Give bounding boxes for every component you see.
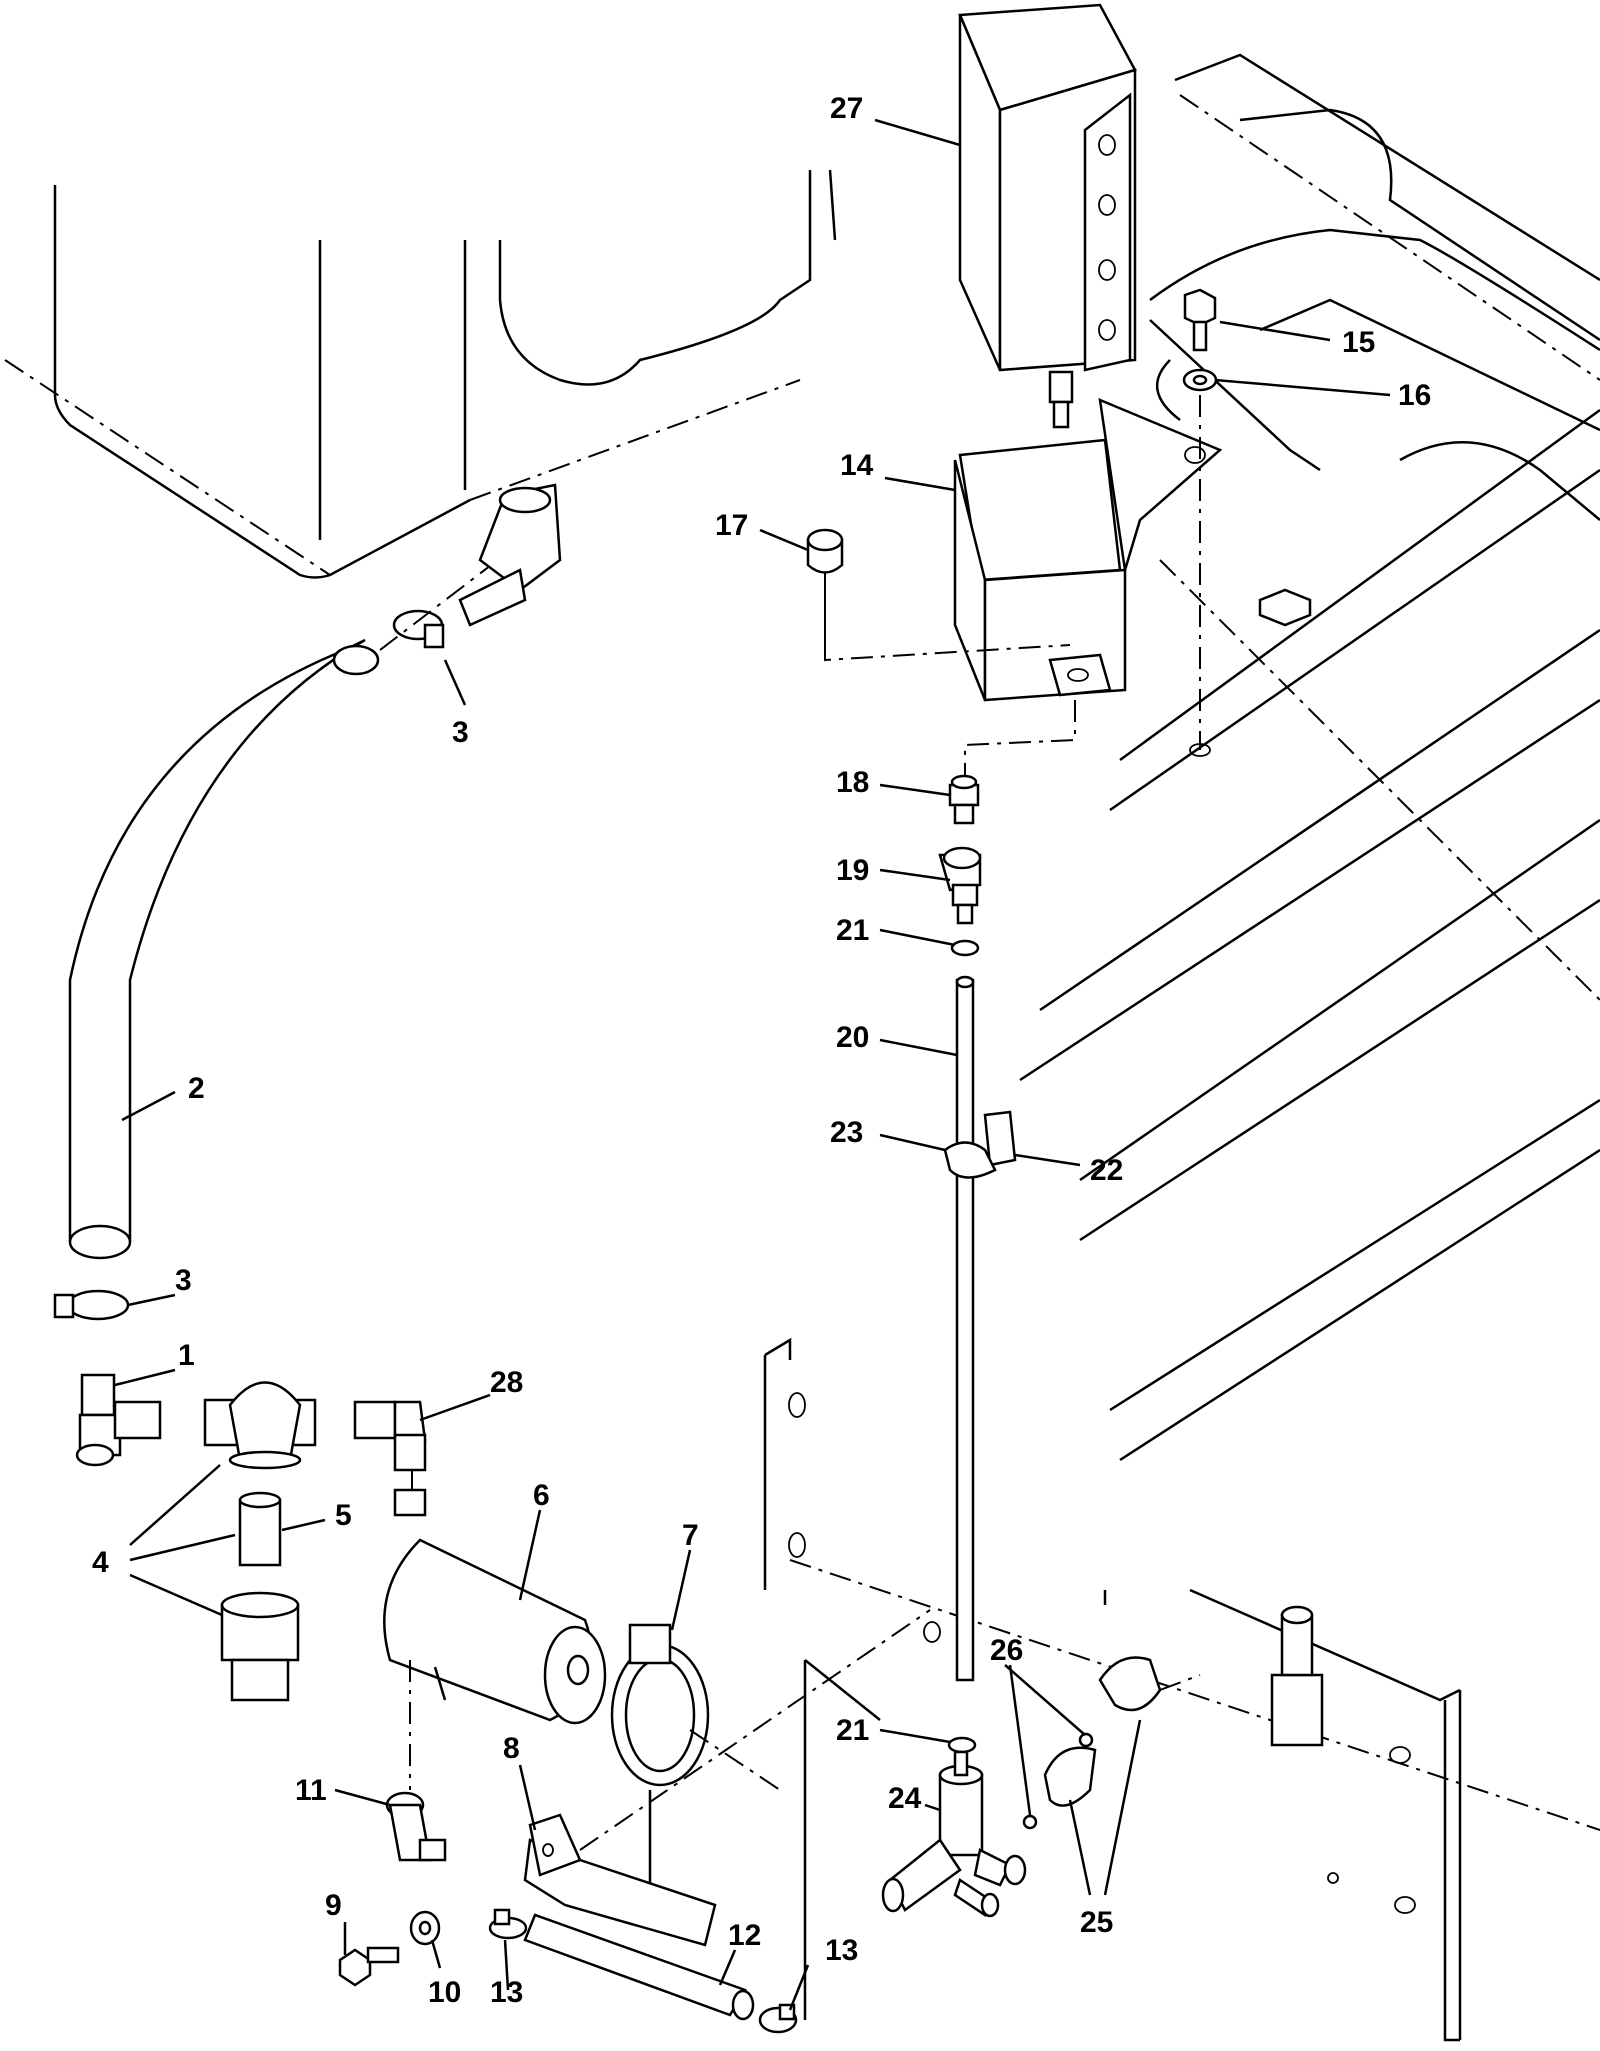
callout-26: 26 <box>990 1634 1023 1667</box>
part-23-strap <box>943 1141 997 1179</box>
callout-12: 12 <box>728 1919 761 1952</box>
callout-22: 22 <box>1090 1154 1123 1187</box>
part-16-washer <box>1155 359 1312 757</box>
callout-14: 14 <box>840 449 874 482</box>
callout-4: 4 <box>92 1546 109 1579</box>
part-9-bolt <box>338 1946 400 1987</box>
machine-frame-outline <box>4 53 1600 2042</box>
callout-25: 25 <box>1080 1906 1113 1939</box>
part-11-elbow <box>385 1791 447 1862</box>
part-1-tee-fitting <box>75 1373 162 1467</box>
part-20-tube <box>955 975 975 1682</box>
callout-6: 6 <box>533 1479 550 1512</box>
callout-21-upper: 21 <box>836 914 869 947</box>
tank-elbow-fitting <box>458 483 562 627</box>
part-12-hose <box>523 1913 755 2021</box>
part-8-bracket <box>523 1609 931 1947</box>
part-2-hose <box>68 638 380 1260</box>
part-19-coupler <box>938 846 982 925</box>
callout-21-lower: 21 <box>836 1714 869 1747</box>
callout-17: 17 <box>715 509 748 542</box>
callout-10: 10 <box>428 1976 461 2009</box>
callout-13-left: 13 <box>490 1976 523 2009</box>
callout-16: 16 <box>1398 379 1431 412</box>
part-21-clamp-lower <box>947 1736 977 1754</box>
callout-11: 11 <box>295 1774 327 1807</box>
part-5-filter-element <box>238 1491 282 1567</box>
part-6-pump <box>383 1488 607 1790</box>
part-3-clamp-lower <box>53 1289 130 1321</box>
part-24-valve <box>881 1750 1027 1918</box>
part-27-cover <box>958 3 1137 429</box>
callout-8: 8 <box>503 1732 520 1765</box>
callout-13-right: 13 <box>825 1934 858 1967</box>
callout-9: 9 <box>325 1889 342 1922</box>
leader-lines <box>114 118 1391 2011</box>
part-10-washer <box>409 1910 441 1946</box>
callout-7: 7 <box>682 1519 699 1552</box>
callout-15: 15 <box>1342 326 1375 359</box>
callout-20: 20 <box>836 1021 869 1054</box>
part-21-clamp-upper <box>950 939 980 957</box>
callout-28: 28 <box>490 1366 523 1399</box>
callout-24: 24 <box>888 1782 922 1815</box>
callout-18: 18 <box>836 766 869 799</box>
part-17-cap <box>806 528 844 660</box>
part-26-screws <box>1022 1732 1094 1830</box>
part-7-clamp <box>610 1623 781 1900</box>
part-15-bolt <box>1183 288 1217 352</box>
callout-19: 19 <box>836 854 869 887</box>
callout-2: 2 <box>188 1072 205 1105</box>
part-18-fitting <box>948 774 980 825</box>
part-28-elbow <box>353 1400 427 1500</box>
callout-5: 5 <box>335 1499 352 1532</box>
callout-3-lower: 3 <box>175 1264 192 1297</box>
part-4-filter-bowl <box>220 1591 300 1702</box>
callout-1: 1 <box>178 1339 195 1372</box>
part-25-clips <box>1043 1656 1201 1807</box>
callout-3-upper: 3 <box>452 716 469 749</box>
part-4-filter-housing <box>203 1381 317 1470</box>
part-22-clip <box>983 1110 1017 1167</box>
callout-23: 23 <box>830 1116 863 1149</box>
part-14-tray <box>824 397 1223 780</box>
callout-labels: 27 15 16 14 17 18 19 21 20 23 22 21 24 2… <box>92 92 1431 2009</box>
callout-27: 27 <box>830 92 863 125</box>
part-13-clamp-left <box>488 1908 528 1940</box>
